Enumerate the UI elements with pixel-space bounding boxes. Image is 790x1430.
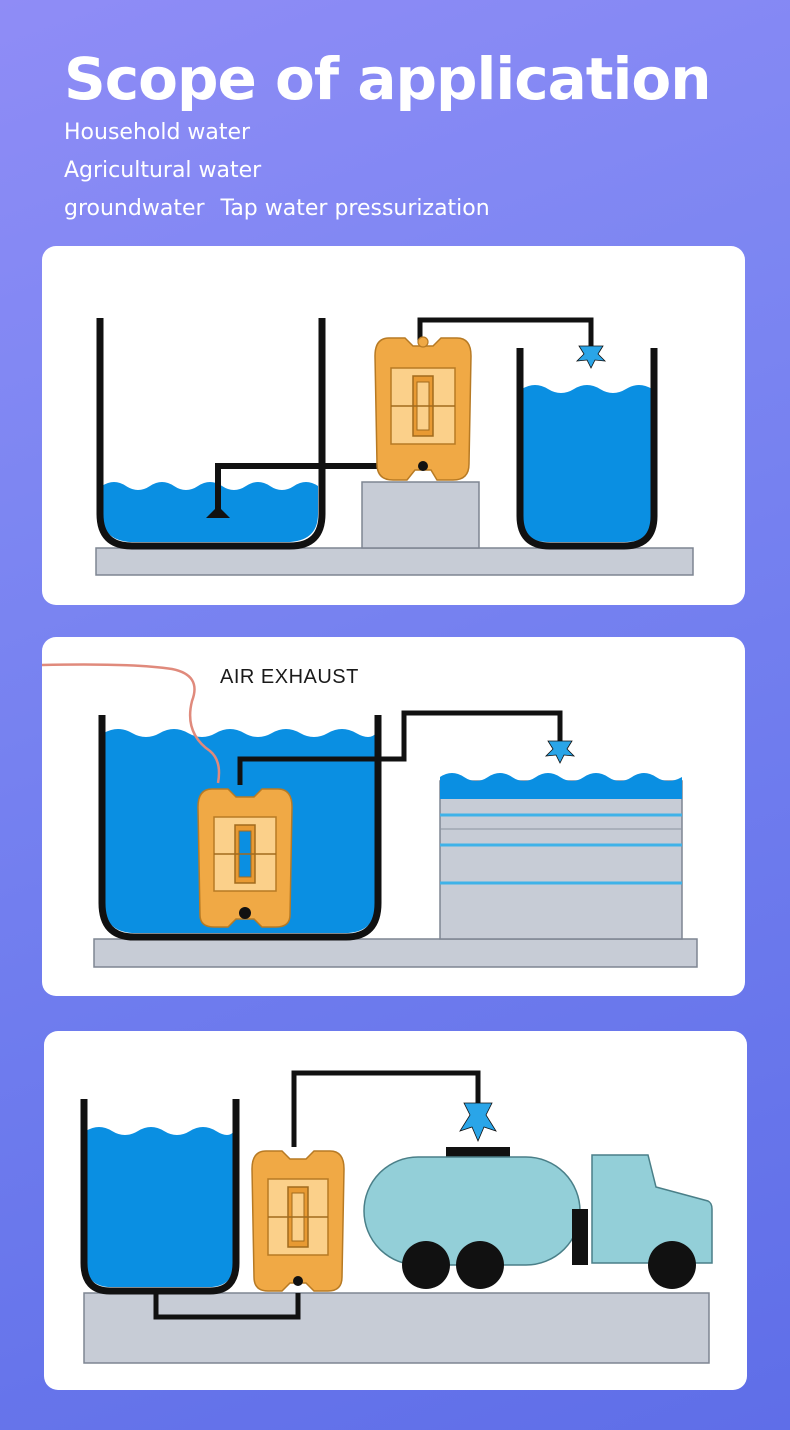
- left-tank-water: [102, 482, 318, 542]
- submerged-pump-diagram: [42, 663, 698, 968]
- application-agricultural: Agricultural water: [64, 158, 262, 183]
- left-tank: [96, 318, 326, 550]
- tanker-filling-diagram: [80, 1070, 713, 1364]
- air-exhaust-line: [42, 663, 221, 784]
- application-line-3: groundwater Tap water pressurization: [64, 190, 711, 228]
- sprinkler-icon: [544, 740, 576, 764]
- diaphragm-pump-icon: [374, 336, 472, 481]
- ground-base: [83, 1292, 710, 1364]
- discharge-pipe: [291, 1070, 481, 1147]
- discharge-pipe: [417, 317, 594, 346]
- right-tank: [516, 348, 658, 550]
- header: Scope of application Household water Agr…: [64, 44, 712, 228]
- ground-base: [95, 547, 694, 576]
- diagram-card-transfer: [42, 246, 745, 605]
- application-household: Household water: [64, 120, 251, 145]
- discharge-pipe: [237, 710, 563, 785]
- diaphragm-pump-icon: [251, 1150, 345, 1292]
- right-tank-water: [522, 385, 652, 542]
- sprinkler-icon: [575, 345, 607, 369]
- pump-pedestal: [361, 481, 480, 549]
- application-tap-water: Tap water pressurization: [220, 196, 490, 221]
- pump-transfer-diagram: [95, 317, 694, 576]
- page-title: Scope of application: [64, 45, 712, 113]
- tank: [98, 715, 382, 941]
- tanker-truck-icon: [363, 1147, 713, 1289]
- sprinkler-icon: [459, 1102, 497, 1143]
- suction-pipe: [215, 463, 422, 514]
- suction-pipe: [153, 1291, 301, 1320]
- application-groundwater: groundwater: [64, 196, 205, 221]
- field-water: [440, 773, 682, 799]
- diaphragm-pump-icon: [197, 788, 293, 928]
- tank: [80, 1099, 240, 1295]
- diagram-card-submerged: AIR EXHAUST: [42, 637, 745, 996]
- ground-base: [93, 938, 698, 968]
- diagram-card-tanker: [44, 1031, 747, 1390]
- air-exhaust-label: AIR EXHAUST: [220, 666, 359, 688]
- suction-foot: [206, 506, 230, 518]
- field-container: [439, 780, 683, 940]
- tank-water: [86, 1127, 234, 1287]
